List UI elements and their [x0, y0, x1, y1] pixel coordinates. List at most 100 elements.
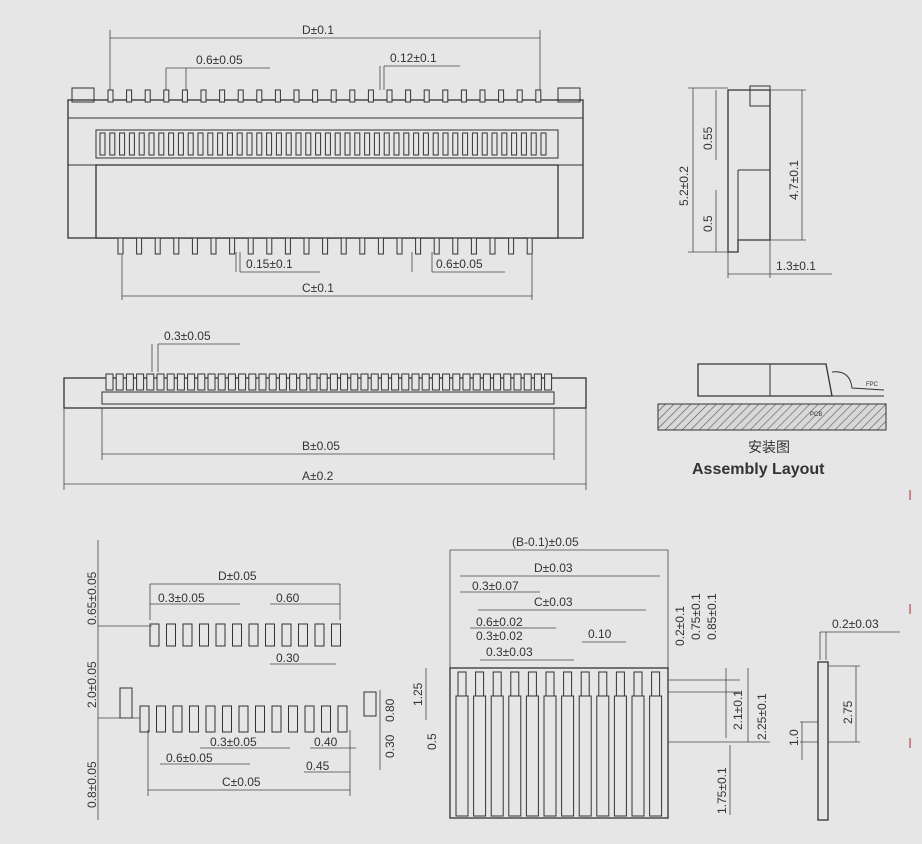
solder-pin — [322, 237, 329, 255]
pcb-pad — [281, 623, 292, 647]
front-tooth — [217, 373, 226, 391]
bottom-solder-pins — [117, 237, 533, 255]
dim-pcb-d: D±0.05 — [218, 569, 257, 583]
assembled-connector — [697, 363, 833, 397]
comb-contact — [109, 132, 116, 156]
front-view: 0.3±0.05 B±0.05 A±0.2 — [63, 329, 587, 490]
front-tooth — [523, 373, 532, 391]
contact-tooth — [107, 89, 114, 103]
solder-pin — [508, 237, 515, 255]
comb-contact — [491, 132, 498, 156]
dim-side-05: 0.5 — [701, 215, 715, 232]
fpc-contact-finger — [527, 671, 537, 697]
assembly-caption-en: Assembly Layout — [692, 461, 825, 478]
solder-pin — [173, 237, 180, 255]
fpc-side-section: 0.2±0.03 2.75 1.0 — [787, 617, 900, 821]
front-tooth — [125, 373, 134, 391]
dim-pcb-040: 0.40 — [314, 735, 338, 749]
dim-front-03: 0.3±0.05 — [164, 329, 211, 343]
contact-tooth — [274, 89, 281, 103]
front-tooth — [299, 373, 308, 391]
comb-contact — [177, 132, 184, 156]
dim-pcb-08: 0.8±0.05 — [85, 761, 99, 808]
front-tooth — [503, 373, 512, 391]
comb-contact — [99, 132, 106, 156]
solder-pin — [247, 237, 254, 255]
dim-fpc-175: 1.75±0.1 — [715, 767, 729, 814]
solder-pin — [117, 237, 124, 255]
comb-contact — [354, 132, 361, 156]
assembly-caption-cn: 安装图 — [748, 439, 790, 455]
pcb-pad — [189, 705, 199, 733]
front-tooth — [278, 373, 287, 391]
front-tooth — [360, 373, 369, 391]
solder-pin — [303, 237, 310, 255]
comb-contact — [295, 132, 302, 156]
fpc-contact-finger — [651, 671, 661, 697]
comb-contact — [471, 132, 478, 156]
fpc-contact-finger — [615, 671, 625, 697]
fpc-contact-finger — [475, 671, 485, 697]
pcb-pad — [232, 623, 242, 647]
front-tooth — [513, 373, 522, 391]
front-tooth — [401, 373, 410, 391]
comb-contact — [364, 132, 371, 156]
comb-contact — [187, 132, 194, 156]
pcb-right-anchor-pad — [363, 691, 377, 717]
pcb-pad — [199, 623, 209, 647]
dim-side-13: 1.3±0.1 — [776, 259, 816, 273]
dim-fpc-21: 2.1±0.1 — [731, 690, 745, 730]
comb-contact — [217, 132, 224, 156]
fpc-trace — [631, 695, 645, 817]
pcb-pad — [166, 623, 176, 647]
solder-pin — [526, 237, 533, 255]
front-tooth — [533, 373, 542, 391]
solder-pin — [191, 237, 198, 255]
fpc-trace — [561, 695, 575, 817]
contact-tooth — [181, 89, 188, 103]
comb-contact — [256, 132, 263, 156]
front-tooth — [411, 373, 420, 391]
front-tooth — [289, 373, 298, 391]
dim-fpc-d: D±0.03 — [534, 561, 573, 575]
dim-pcb-080: 0.80 — [383, 698, 397, 722]
contact-tooth — [405, 89, 412, 103]
side-profile — [727, 89, 771, 253]
front-tooth — [431, 373, 440, 391]
front-tooth — [370, 373, 379, 391]
fpc-trace — [508, 695, 522, 817]
solder-pin — [396, 237, 403, 255]
comb-contact — [207, 132, 214, 156]
fpc-trace — [543, 695, 557, 817]
fpc-contact-finger — [492, 671, 502, 697]
fpc-trace — [578, 695, 592, 817]
front-tooth — [207, 373, 216, 391]
solder-pin — [154, 237, 161, 255]
solder-pin — [433, 237, 440, 255]
fpc-layout: (B-0.1)±0.05 D±0.03 0.3±0.07 C±0.03 0.6±… — [411, 535, 770, 819]
pcb-pad — [337, 705, 348, 733]
fpc-trace — [455, 695, 469, 817]
front-contact-teeth — [105, 373, 553, 391]
contact-tooth — [479, 89, 486, 103]
contact-tooth — [237, 89, 244, 103]
front-tooth — [452, 373, 461, 391]
fpc-contact-finger — [598, 671, 608, 697]
contact-tooth — [442, 89, 449, 103]
dim-fpc-03c: 0.3±0.03 — [486, 645, 533, 659]
fpc-contact-finger — [633, 671, 643, 697]
contact-tooth — [367, 89, 374, 103]
comb-contact — [442, 132, 449, 156]
dim-b: B±0.05 — [302, 439, 340, 453]
contact-tooth — [200, 89, 207, 103]
front-tooth — [391, 373, 400, 391]
front-tooth — [146, 373, 155, 391]
pcb-pad — [271, 705, 282, 733]
front-tooth — [350, 373, 359, 391]
front-tooth — [238, 373, 247, 391]
comb-contact — [226, 132, 233, 156]
dim-fpc-010: 0.10 — [588, 627, 612, 641]
dim-d-top: D±0.1 — [302, 23, 334, 37]
comb-contact — [334, 132, 341, 156]
